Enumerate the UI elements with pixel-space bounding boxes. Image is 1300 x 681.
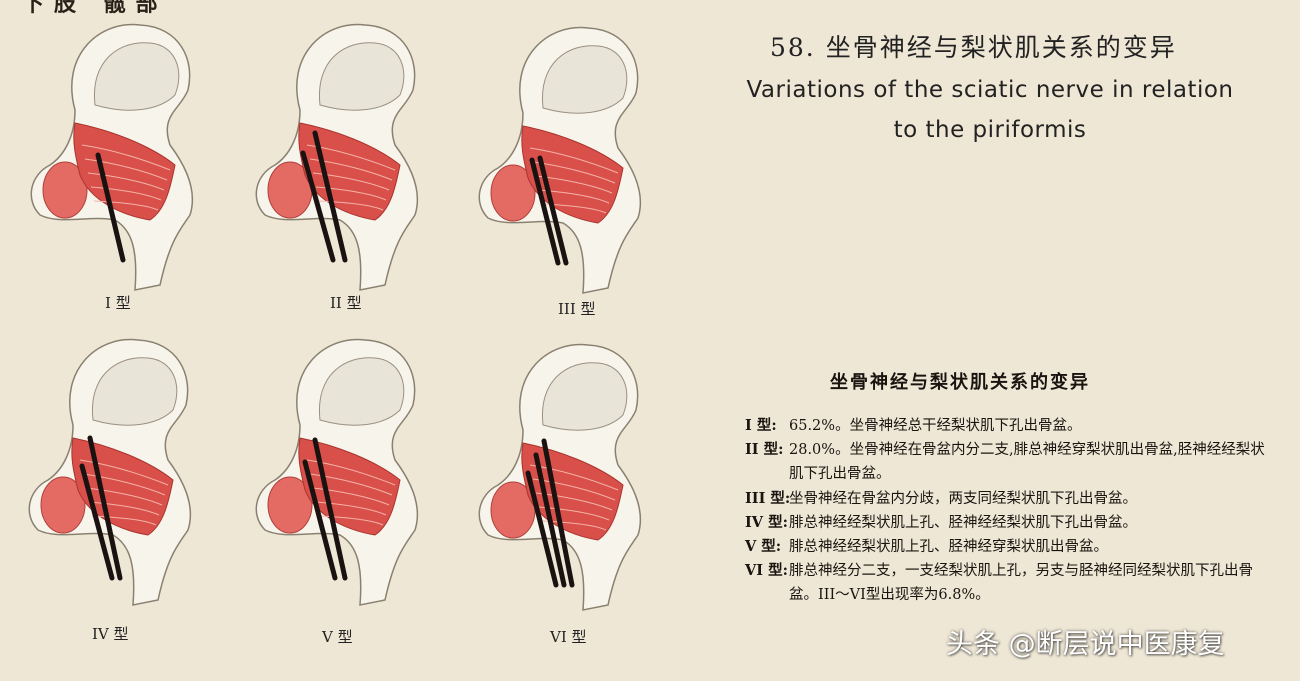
muscle-fiber-line [84,158,168,181]
figure-label: VI 型 [550,628,587,646]
figure-label: I 型 [105,294,131,312]
muscle-fiber-line [87,172,165,191]
figure-type-2 [245,15,445,305]
figure-type-3 [468,18,668,308]
sciatic-nerve-branch [87,435,123,581]
muscle-fiber-line [90,186,162,201]
muscle-fiber-line [315,501,387,516]
muscle-fiber-line [81,144,171,171]
sciatic-nerve-branch [79,463,115,581]
hip-illustration [255,338,419,606]
muscle-fiber-line [91,515,157,526]
sciatic-nerve-branch [537,155,569,266]
legend-item: IV 型:腓总神经经梨状肌上孔、胫神经经梨状肌下孔出骨盆。 [745,511,1269,535]
muscle-fiber-line [309,473,393,496]
figure-label: III 型 [558,300,596,318]
muscle-fiber-line [529,147,619,174]
muscle-fiber-line [318,515,384,526]
obturator-muscle-shape [40,476,86,534]
muscle-fiber-line [315,186,387,201]
figure-type-4 [18,330,218,620]
figure-label: V 型 [322,628,353,646]
page-title-english: Variations of the sciatic nerve in relat… [700,70,1280,150]
legend-type: VI 型: [745,562,788,580]
legend-text: 坐骨神经在骨盆内分歧，两支同经梨状肌下孔出骨盆。 [789,490,1137,507]
legend-type: IV 型: [745,513,788,531]
sciatic-nerve-branch [525,470,559,588]
sciatic-nerve-branch [300,150,336,263]
sciatic-nerve-branch [312,130,348,263]
legend-item: V 型: 腓总神经经梨状肌上孔、胫神经穿梨状肌出骨盆。 [745,535,1269,559]
sciatic-nerve-branch [302,459,338,581]
sciatic-nerve-branch [95,152,126,263]
figure-type-1 [20,15,220,305]
legend-text: 28.0%。坐骨神经在骨盆内分二支,腓总神经穿梨状肌出骨盆,胫神经经梨状肌下孔出… [789,442,1265,483]
legend-text: 腓总神经经梨状肌上孔、胫神经经梨状肌下孔出骨盆。 [789,514,1137,531]
muscle-fiber-line [79,459,169,486]
legend-type: II 型: [745,441,784,459]
legend-text: 腓总神经经梨状肌上孔、胫神经穿梨状肌出骨盆。 [789,539,1108,556]
figure-type-6 [468,335,668,625]
sciatic-nerve-branch [533,452,567,588]
watermark: 头条 @断层说中医康复 [946,629,1225,660]
hip-illustration [478,26,642,294]
muscle-fiber-line [312,487,390,506]
legend-list: I 型: 65.2%。坐骨神经总干经梨状肌下孔出骨盆。 II 型: 28.0%。坐骨… [745,414,1269,608]
title-english-line-2: to the piriformis [893,117,1087,143]
hip-illustration [30,23,194,291]
iliac-fossa-shape [93,42,180,111]
title-english-line-1: Variations of the sciatic nerve in relat… [746,77,1234,103]
figure-label: IV 型 [92,625,129,643]
legend-item: III 型:坐骨神经在骨盆内分歧，两支同经梨状肌下孔出骨盆。 [745,487,1269,511]
legend-text: 腓总神经分二支，一支经梨状肌上孔，另支与胫神经同经梨状肌下孔出骨盆。III～VI… [789,563,1253,604]
iliac-fossa-shape [541,362,628,431]
legend-title: 坐骨神经与梨状肌关系的变异 [830,372,1090,393]
page-title-chinese: 58. 坐骨神经与梨状肌关系的变异 [770,33,1177,62]
obturator-muscle-shape [42,161,88,219]
muscle-fiber-line [85,487,163,506]
legend-item: I 型: 65.2%。坐骨神经总干经梨状肌下孔出骨盆。 [745,414,1269,438]
iliac-fossa-shape [91,357,178,426]
sciatic-nerve-branch [312,437,348,581]
muscle-fiber-line [82,473,166,496]
hip-illustration [28,338,192,606]
legend-type: V 型: [745,538,782,556]
muscle-fiber-line [306,459,396,486]
sciatic-nerve-branch [529,157,561,266]
legend-type: III 型: [745,489,791,507]
obturator-muscle-shape [490,164,536,222]
sciatic-nerve-branch [541,438,575,588]
iliac-fossa-shape [318,357,405,426]
iliac-fossa-shape [541,45,628,114]
section-header: 下肢 髋部 [22,0,168,17]
hip-illustration [255,23,419,291]
hip-illustration [478,343,642,611]
legend-item: II 型: 28.0%。坐骨神经在骨盆内分二支,腓总神经穿梨状肌出骨盆,胫神经经梨… [745,438,1269,486]
legend-type: I 型: [745,417,777,434]
legend-text: 65.2%。坐骨神经总干经梨状肌下孔出骨盆。 [789,418,1082,434]
muscle-fiber-line [312,172,390,191]
legend-item: VI 型:腓总神经分二支，一支经梨状肌上孔，另支与胫神经同经梨状肌下孔出骨盆。I… [745,559,1269,607]
obturator-muscle-shape [267,476,313,534]
muscle-fiber-line [541,203,607,214]
iliac-fossa-shape [318,42,405,111]
muscle-fiber-line [318,200,384,211]
figure-type-5 [245,330,445,620]
muscle-fiber-line [88,501,160,516]
muscle-fiber-line [93,200,159,211]
figure-label: II 型 [330,294,362,312]
